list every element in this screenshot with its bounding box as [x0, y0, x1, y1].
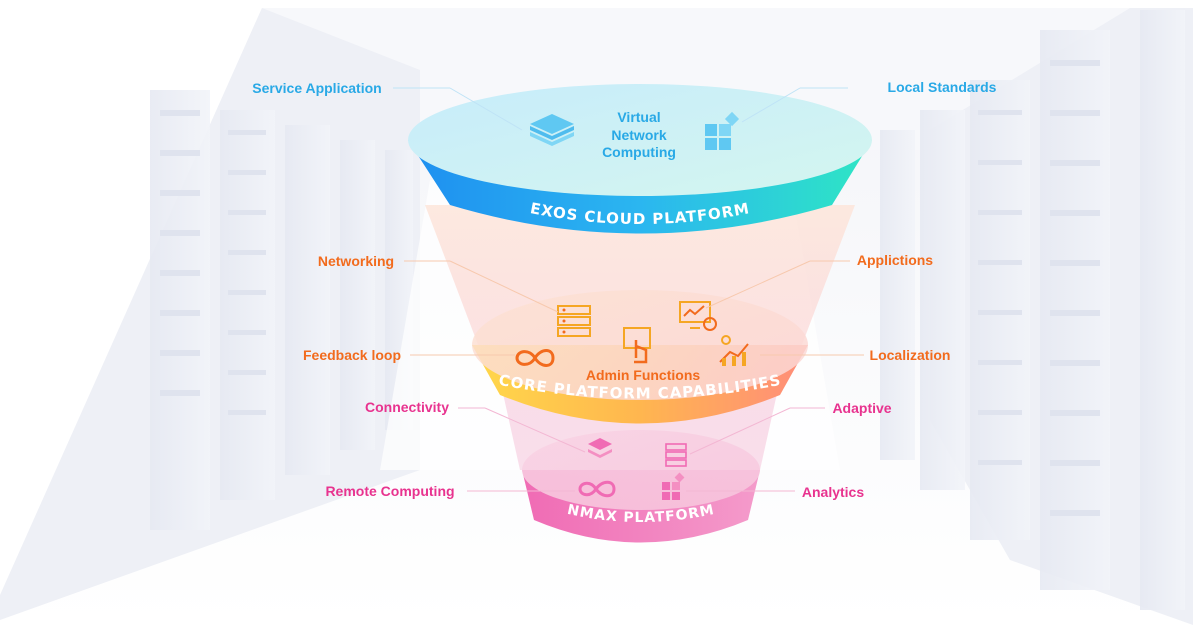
- server-icon: [665, 443, 687, 467]
- nmax-platform-disc: NMAX PLATFORM: [522, 430, 760, 543]
- top-connector-lines: [393, 87, 848, 131]
- local-standards-label: Local Standards: [888, 79, 997, 95]
- core-platform-disc: CORE PLATFORM CAPABILITIES Admin Functio…: [472, 290, 808, 424]
- computing-label: Computing: [602, 144, 676, 160]
- layers-icon: [588, 438, 612, 458]
- feedback-loop-label: Feedback loop: [303, 347, 401, 363]
- blocks-icon: [705, 111, 740, 150]
- infinity-icon: [515, 349, 555, 367]
- network-label: Network: [611, 127, 666, 143]
- applictions-label: Applictions: [857, 252, 933, 268]
- adaptive-label: Adaptive: [832, 400, 891, 416]
- infinity-icon: [578, 480, 616, 498]
- service-application-label: Service Application: [252, 80, 381, 96]
- virtual-label: Virtual: [617, 109, 660, 125]
- exos-platform-disc: EXOS CLOUD PLATFORM Virtual Network Comp…: [408, 84, 872, 234]
- localization-label: Localization: [870, 347, 951, 363]
- blocks-icon: [662, 472, 685, 500]
- bottom-connector-lines: [458, 407, 825, 492]
- chart-icon: [719, 335, 749, 366]
- networking-label: Networking: [318, 253, 394, 269]
- monitor-settings-icon: [679, 301, 717, 331]
- touch-screen-icon: [623, 327, 651, 364]
- layers-icon: [530, 114, 574, 146]
- middle-connector-lines: [404, 260, 864, 356]
- connectivity-label: Connectivity: [365, 399, 449, 415]
- admin-functions-label: Admin Functions: [586, 367, 701, 383]
- server-icon: [557, 305, 591, 337]
- remote-computing-label: Remote Computing: [325, 483, 454, 499]
- analytics-label: Analytics: [802, 484, 864, 500]
